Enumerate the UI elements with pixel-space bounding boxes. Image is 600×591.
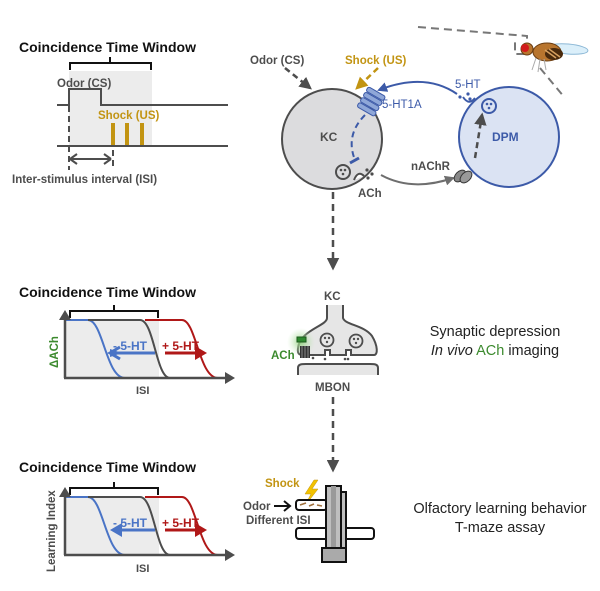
ach-minus-5ht-label: - 5-HT bbox=[113, 339, 148, 353]
ach-highlight-text: ACh bbox=[476, 343, 505, 359]
ach-window-bracket bbox=[69, 305, 159, 318]
circuit-odor-label: Odor (CS) bbox=[250, 55, 304, 67]
tmaze-base bbox=[321, 547, 347, 563]
tmaze-odor-label: Odor bbox=[243, 501, 271, 513]
circuit-shock-label: Shock (US) bbox=[345, 55, 407, 67]
ach-x-axis-arrowhead bbox=[225, 372, 235, 384]
ach-imaging-line: In vivo ACh imaging bbox=[405, 342, 585, 361]
zoom-guide-line bbox=[417, 26, 528, 55]
5ht-label: 5-HT bbox=[455, 79, 481, 91]
synaptic-vesicle-icon bbox=[319, 332, 335, 348]
imaging-text: imaging bbox=[508, 343, 560, 359]
odor-input-arrow bbox=[284, 67, 312, 90]
olfactory-learning-line: Olfactory learning behavior bbox=[413, 501, 587, 517]
tmaze-panel: Shock Odor Different ISI bbox=[243, 478, 375, 563]
release-site bbox=[353, 172, 365, 181]
dpm-internal-arrow bbox=[473, 112, 487, 159]
ach-chart-title: Coincidence Time Window bbox=[19, 284, 196, 300]
in-vivo-text: In vivo bbox=[430, 343, 473, 359]
shock-pulse bbox=[125, 123, 129, 146]
mbon-label: MBON bbox=[315, 382, 350, 394]
dpm-label: DPM bbox=[492, 130, 519, 144]
learning-control-curve bbox=[88, 496, 171, 556]
odor-cs-label: Odor (CS) bbox=[57, 78, 111, 90]
learning-y-axis-arrowhead bbox=[59, 487, 71, 497]
synapse-panel: KC MBON ACh bbox=[271, 291, 379, 473]
5ht1a-label: 5-HT1A bbox=[382, 99, 422, 111]
nachr-channel-icon bbox=[453, 169, 473, 184]
synapse-kc-label: KC bbox=[324, 291, 341, 303]
synaptic-vesicle-icon bbox=[348, 333, 364, 349]
tmaze-assay-line: T-maze assay bbox=[454, 520, 546, 536]
ach-sensor-icon bbox=[296, 336, 307, 343]
mbon-postsynaptic bbox=[297, 363, 379, 375]
ach-plus-5ht-label: + 5-HT bbox=[162, 339, 200, 353]
window-shade bbox=[69, 71, 152, 146]
timing-panel: Coincidence Time Window Odor (CS) Shock … bbox=[12, 39, 228, 186]
learning-window-chart: Coincidence Time Window - 5-HT + 5-HT IS… bbox=[19, 459, 235, 575]
learning-plus-5ht-label: + 5-HT bbox=[162, 516, 200, 530]
lightning-icon bbox=[303, 479, 319, 508]
ach-to-dpm-arrow bbox=[380, 174, 455, 186]
tmaze-isi-label: Different ISI bbox=[246, 515, 311, 527]
ach-y-label: ΔACh bbox=[49, 336, 61, 368]
learning-y-label: Learning Index bbox=[46, 490, 58, 572]
learning-minus-5ht-label: - 5-HT bbox=[113, 516, 148, 530]
learning-chart-title: Coincidence Time Window bbox=[19, 459, 196, 475]
timing-panel-title: Coincidence Time Window bbox=[19, 39, 196, 55]
shock-pulse bbox=[111, 123, 115, 146]
5ht-vesicle-icon bbox=[481, 98, 497, 114]
learning-x-label: ISI bbox=[136, 563, 149, 575]
shock-us-label: Shock (US) bbox=[98, 110, 160, 122]
learning-x-axis-arrowhead bbox=[225, 549, 235, 561]
isi-label: Inter-stimulus interval (ISI) bbox=[12, 174, 157, 186]
inhibition-path bbox=[350, 114, 366, 161]
5ht1a-receptor-icon bbox=[357, 86, 386, 117]
ach-vesicle-icon bbox=[335, 164, 351, 180]
synaptic-depression-description: Synaptic depression In vivo ACh imaging bbox=[405, 323, 585, 361]
ach-window-chart: Coincidence Time Window - 5-HT + 5-HT IS… bbox=[19, 284, 235, 397]
tmaze-shock-label: Shock bbox=[265, 478, 300, 490]
ach-x-label: ISI bbox=[136, 385, 149, 397]
flies-in-tube-icon bbox=[299, 502, 323, 507]
kc-cell bbox=[281, 88, 383, 190]
odor-input-arrow-small bbox=[274, 500, 292, 512]
synaptic-depression-line: Synaptic depression bbox=[429, 324, 561, 340]
inhibition-bar bbox=[349, 156, 360, 165]
ach-y-axis-arrowhead bbox=[59, 310, 71, 320]
ach-control-curve bbox=[88, 319, 171, 379]
tmaze-description: Olfactory learning behavior T-maze assay bbox=[405, 500, 595, 538]
odor-trace bbox=[57, 88, 228, 106]
zoom-guide-line bbox=[539, 67, 566, 99]
isi-arrow bbox=[69, 153, 112, 165]
shock-input-arrow bbox=[355, 67, 379, 90]
learning-window-bracket bbox=[69, 482, 159, 495]
fruit-fly-icon bbox=[520, 42, 589, 73]
circuit-panel: Odor (CS) Shock (US) KC 5-HT1A ACh nAChR… bbox=[250, 26, 589, 271]
synapse-ach-label: ACh bbox=[271, 350, 295, 362]
kc-label: KC bbox=[320, 130, 338, 144]
shock-pulse bbox=[140, 123, 144, 146]
5ht-to-kc-arrow bbox=[377, 81, 458, 95]
window-bracket bbox=[69, 57, 152, 70]
nachr-label: nAChR bbox=[411, 161, 451, 173]
circuit-ach-label: ACh bbox=[358, 188, 382, 200]
